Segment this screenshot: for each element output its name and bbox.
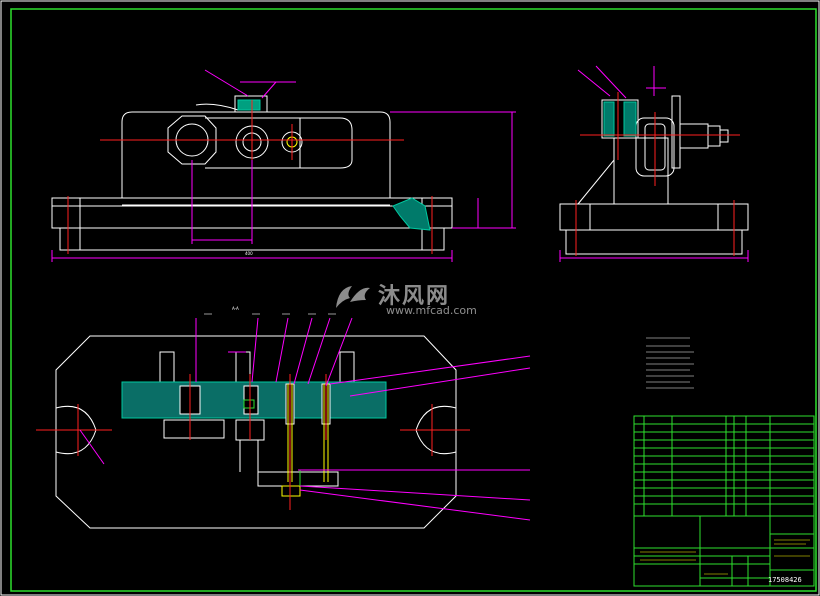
- watermark-url: www.mfcad.com: [386, 304, 477, 317]
- watermark: 沐风网 www.mfcad.com: [330, 278, 500, 320]
- plan-view: [55, 335, 457, 529]
- plan-studs: [281, 384, 329, 497]
- front-dimensions: [51, 69, 516, 262]
- side-centerlines: [575, 92, 740, 256]
- front-centerlines: [67, 100, 433, 254]
- drawing-number: 17508426: [768, 576, 802, 584]
- plan-green: [243, 399, 301, 486]
- plan-centerlines: [36, 374, 470, 510]
- tech-notes: [646, 337, 694, 389]
- section-label: A-A: [232, 306, 239, 311]
- parts-list: [633, 415, 815, 517]
- side-hatch: [603, 101, 637, 137]
- plan-leaders: [79, 317, 531, 521]
- watermark-brand: 沐风网: [378, 284, 451, 309]
- mfcad-logo-icon: [336, 286, 370, 308]
- front-hatch: [237, 99, 431, 231]
- title-block-text-marks: [640, 539, 810, 575]
- dim-400: 400: [245, 251, 253, 256]
- side-view: [559, 95, 749, 255]
- title-block: [633, 515, 815, 587]
- inner-frame: [10, 8, 817, 592]
- side-dimensions: [559, 65, 749, 262]
